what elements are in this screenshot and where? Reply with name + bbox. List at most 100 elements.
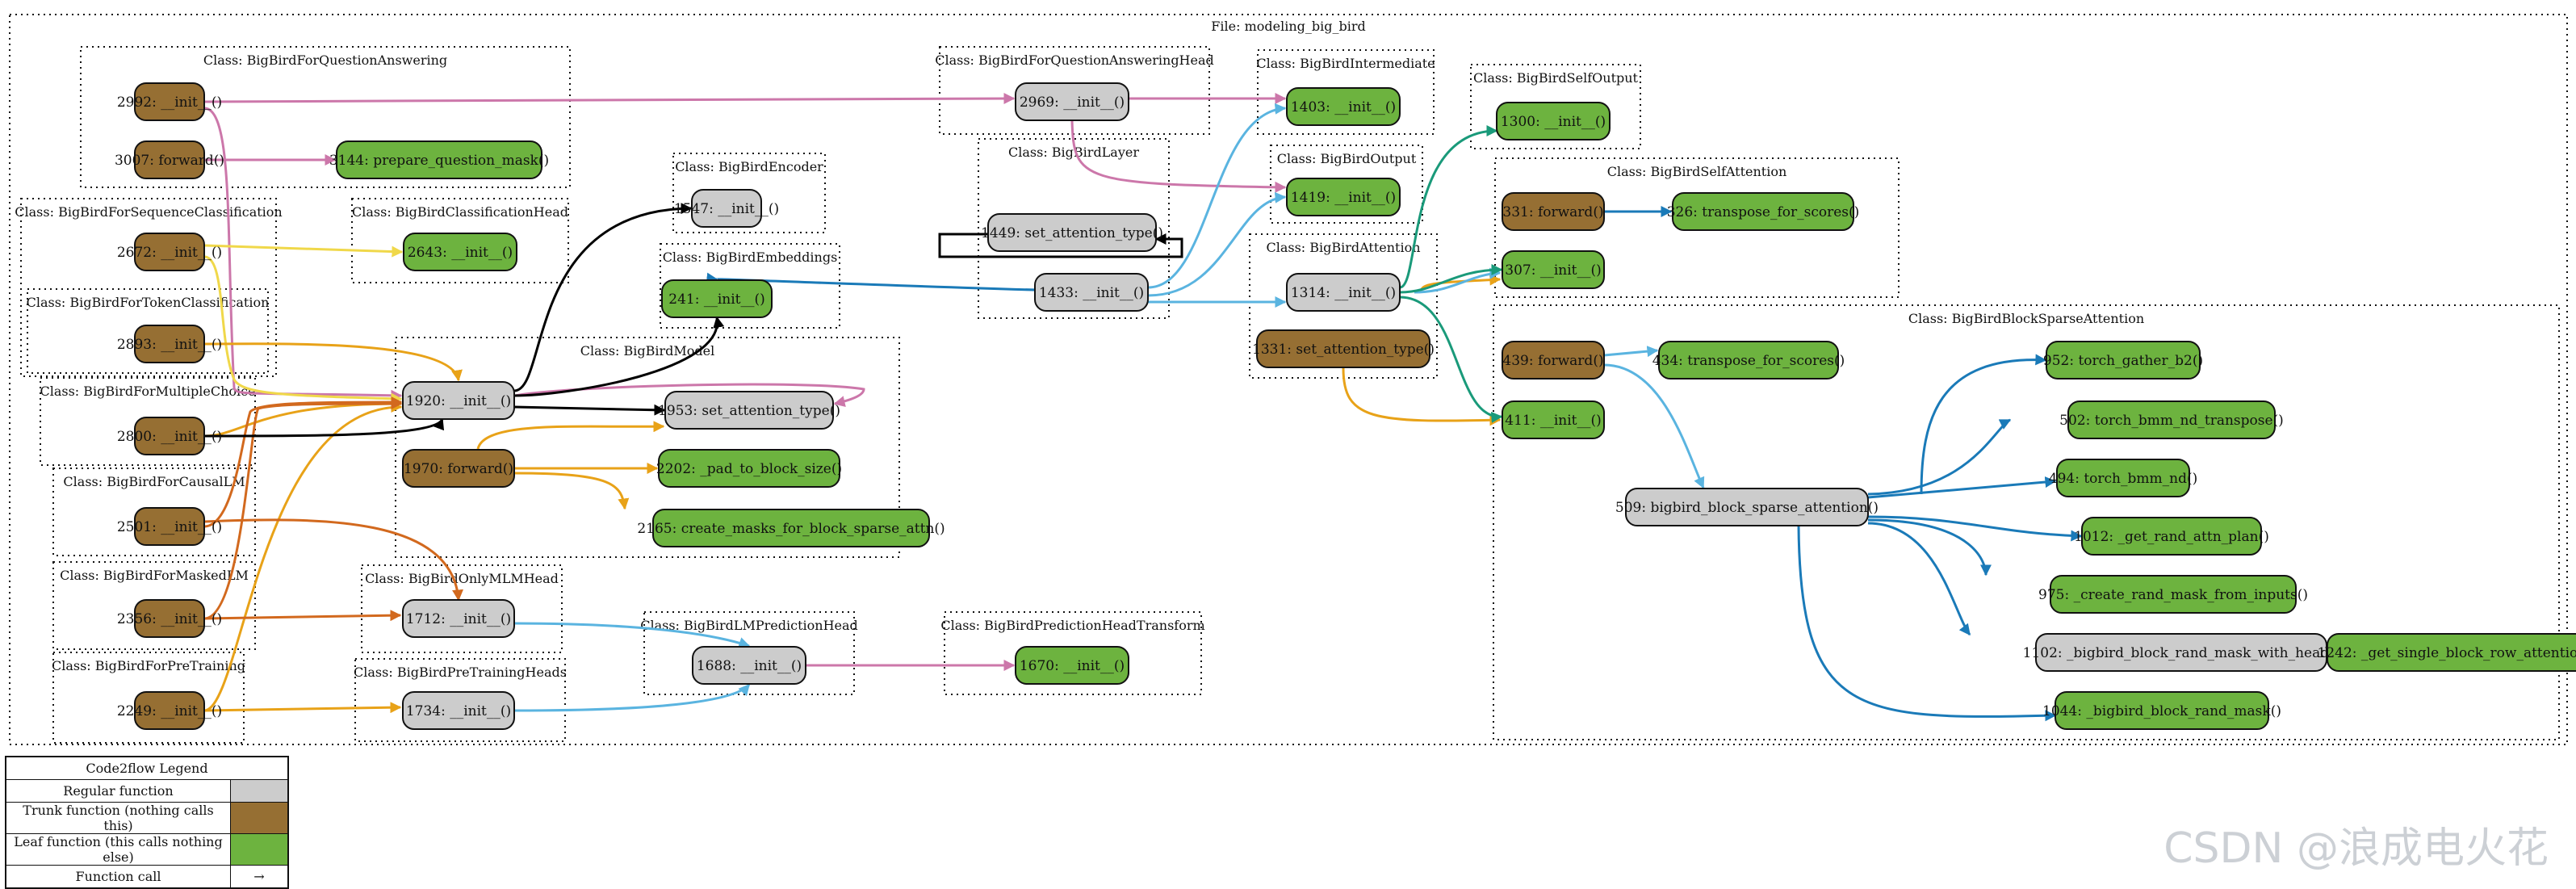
class-cluster: Class: BigBirdIntermediate (1256, 49, 1435, 135)
function-node[interactable]: 411: __init__() (1502, 400, 1605, 439)
call-edges (203, 93, 2335, 722)
class-cluster: Class: BigBirdEncoder (672, 153, 826, 233)
function-node-label: 1433: __init__() (1039, 285, 1144, 301)
function-node[interactable]: 2202: _pad_to_block_size() (656, 449, 842, 488)
function-node-label: 2893: __init__() (117, 337, 222, 353)
function-node-label: 502: torch_bmm_nd_transpose() (2059, 413, 2284, 429)
function-node[interactable]: 1688: __init__() (692, 646, 806, 685)
call-edge (1070, 120, 1287, 193)
function-node[interactable]: 1449: set_attention_type() (981, 213, 1163, 252)
call-edge (1867, 418, 2012, 496)
call-edge (938, 233, 1183, 258)
call-edge (1867, 515, 2083, 542)
class-cluster-label: Class: BigBirdLayer (1008, 145, 1139, 160)
legend-title: Code2flow Legend (5, 756, 289, 780)
legend-row: Regular function (5, 779, 289, 803)
function-node[interactable]: 952: torch_gather_b2() (2043, 341, 2203, 380)
legend-swatch-trunk (230, 802, 289, 834)
legend: Code2flow Legend Regular function Trunk … (5, 756, 289, 889)
call-edge (203, 398, 403, 620)
class-cluster: Class: BigBirdModel (395, 337, 900, 558)
function-node[interactable]: 2165: create_masks_for_block_sparse_attn… (637, 509, 945, 547)
function-node[interactable]: 3144: prepare_question_mask() (329, 140, 549, 179)
function-node[interactable]: 1314: __init__() (1286, 273, 1401, 312)
function-node[interactable]: 1044: _bigbird_block_rand_mask() (2042, 691, 2281, 730)
function-node[interactable]: 1102: _bigbird_block_rand_mask_with_head… (2023, 633, 2340, 672)
function-node[interactable]: 434: transpose_for_scores() (1652, 341, 1845, 380)
function-node[interactable]: 2893: __init__() (117, 325, 222, 363)
function-node-label: 1688: __init__() (697, 658, 802, 674)
function-node[interactable]: 1419: __init__() (1286, 178, 1401, 216)
function-node[interactable]: 975: _create_rand_mask_from_inputs() (2038, 575, 2308, 614)
class-cluster-label: Class: BigBirdBlockSparseAttention (1908, 311, 2144, 326)
call-edge (1399, 125, 1498, 289)
function-node[interactable]: 331: forward() (1502, 192, 1605, 231)
function-node[interactable]: 1953: set_attention_type() (658, 391, 840, 430)
class-cluster-label: Class: BigBirdForMultipleChoice (40, 384, 255, 399)
function-node[interactable]: 307: __init__() (1502, 250, 1605, 289)
function-node[interactable]: 509: bigbird_block_sparse_attention() (1615, 488, 1879, 526)
function-node[interactable]: 1433: __init__() (1034, 273, 1149, 312)
function-node[interactable]: 1547: __init__() (674, 189, 779, 228)
function-node-label: 2969: __init__() (1020, 94, 1125, 111)
function-node[interactable]: 1242: _get_single_block_row_attention() (2318, 633, 2576, 672)
class-cluster: Class: BigBirdForMaskedLM (52, 561, 256, 650)
file-title: File: modeling_big_bird (1211, 19, 1365, 34)
class-clusters: Class: BigBirdForQuestionAnsweringClass:… (15, 46, 2560, 744)
function-node[interactable]: 2992: __init__() (117, 82, 222, 121)
function-node[interactable]: 2800: __init__() (117, 417, 222, 455)
function-node[interactable]: 1331: set_attention_type() (1252, 329, 1435, 368)
function-node-label: 2992: __init__() (117, 94, 222, 111)
legend-swatch-leaf (230, 833, 289, 866)
function-node-label: 2356: __init__() (117, 611, 222, 627)
function-node[interactable]: 326: transpose_for_scores() (1667, 192, 1860, 231)
legend-swatch-regular (230, 779, 289, 803)
call-edge (203, 93, 1016, 105)
call-edge (1342, 367, 1502, 426)
function-node-label: 1670: __init__() (1020, 658, 1125, 674)
function-node-label: 2249: __init__() (117, 703, 222, 719)
function-node[interactable]: 1670: __init__() (1015, 646, 1129, 685)
function-node[interactable]: 1012: _get_rand_attn_plan() (2074, 517, 2269, 556)
class-cluster: Class: BigBirdLayer (978, 138, 1170, 319)
class-cluster-label: Class: BigBirdOutput (1277, 151, 1417, 166)
function-node-label: 1314: __init__() (1291, 285, 1396, 301)
function-node[interactable]: 2356: __init__() (117, 599, 222, 638)
function-node[interactable]: 2249: __init__() (117, 691, 222, 730)
function-node-label: 1012: _get_rand_attn_plan() (2074, 529, 2269, 545)
function-node-label: 1712: __init__() (406, 611, 511, 627)
class-cluster: Class: BigBirdForPreTraining (52, 652, 245, 744)
function-node-label: 1970: forward() (404, 461, 513, 477)
class-cluster-label: Class: BigBirdOnlyMLMHead (365, 571, 559, 586)
function-node-label: 439: forward() (1502, 353, 1603, 369)
function-node[interactable]: 2969: __init__() (1015, 82, 1129, 121)
function-node[interactable]: 494: torch_bmm_nd() (2049, 459, 2197, 497)
function-node[interactable]: 3007: forward() (115, 140, 224, 179)
function-node-label: 434: transpose_for_scores() (1652, 353, 1845, 369)
function-node[interactable]: 2643: __init__() (403, 233, 517, 271)
class-cluster: Class: BigBirdForCausalLM (52, 468, 256, 556)
function-node[interactable]: 241: __init__() (661, 279, 773, 318)
function-node[interactable]: 1734: __init__() (402, 691, 515, 730)
call-edge (203, 610, 402, 622)
function-node-label: 3007: forward() (115, 153, 224, 169)
function-node[interactable]: 502: torch_bmm_nd_transpose() (2059, 400, 2284, 439)
legend-label: Regular function (5, 779, 231, 803)
class-cluster: Class: BigBirdOutput (1270, 145, 1423, 224)
function-node[interactable]: 1403: __init__() (1286, 87, 1401, 126)
function-node[interactable]: 1712: __init__() (402, 599, 515, 638)
class-cluster-label: Class: BigBirdForTokenClassification (27, 295, 270, 310)
call-edge (1797, 525, 2057, 722)
arrow-icon: → (230, 865, 289, 889)
function-node[interactable]: 2672: __init__() (117, 233, 222, 271)
function-node[interactable]: 439: forward() (1502, 341, 1605, 380)
call-edge (513, 404, 666, 416)
function-node[interactable]: 2501: __init__() (117, 507, 222, 546)
function-node-label: 241: __init__() (668, 291, 765, 308)
function-node[interactable]: 1920: __init__() (402, 381, 515, 420)
function-node[interactable]: 1970: forward() (402, 449, 515, 488)
function-node-label: 1547: __init__() (674, 201, 779, 217)
function-node[interactable]: 1300: __init__() (1496, 102, 1611, 140)
class-cluster-label: Class: BigBirdIntermediate (1256, 56, 1435, 71)
